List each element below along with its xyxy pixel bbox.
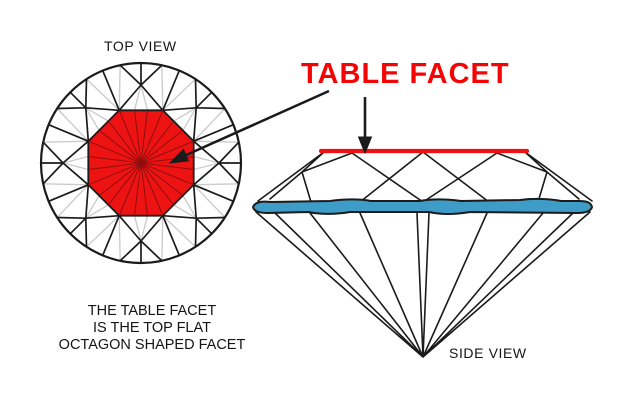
table-facet-label: TABLE FACET [301, 58, 510, 90]
caption: THE TABLE FACET IS THE TOP FLAT OCTAGON … [31, 303, 273, 354]
crown-facet-lines [257, 151, 593, 203]
top-view-label: TOP VIEW [104, 38, 177, 54]
down-arrow-icon [357, 97, 373, 155]
girdle-band [252, 197, 593, 215]
caption-line-1: THE TABLE FACET [87, 303, 217, 319]
table-internal-reflection-lines [88, 110, 194, 216]
top-view-diamond [39, 61, 243, 265]
side-view-diamond [252, 148, 593, 358]
caption-line-3: OCTAGON SHAPED FACET [58, 337, 246, 353]
diagonal-arrow-icon [168, 89, 330, 164]
side-view-label: SIDE VIEW [449, 345, 527, 361]
annotation-arrows [168, 89, 373, 164]
crown-facet-lines [40, 62, 242, 264]
girdle-outline-circle [39, 61, 243, 265]
reflection-lines [43, 65, 239, 261]
pavilion-facet-lines [255, 211, 591, 358]
caption-line-2: IS THE TOP FLAT [93, 320, 211, 336]
